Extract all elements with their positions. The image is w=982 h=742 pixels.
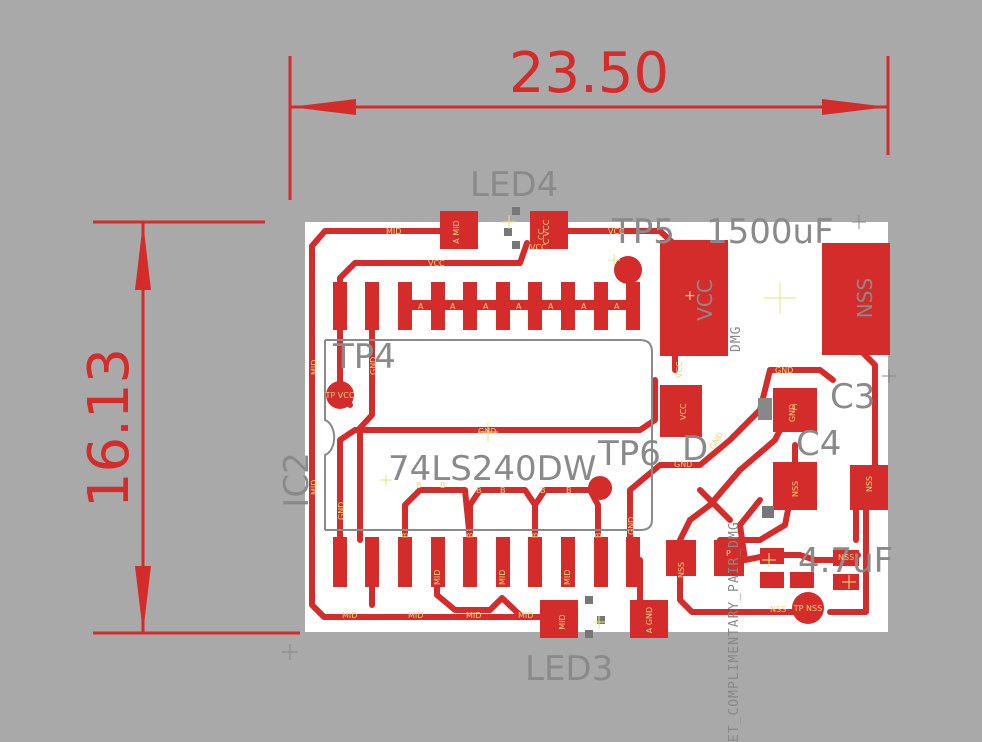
tp4-via-label: TP VCC — [325, 391, 355, 400]
net-label-mid-b3: MID — [563, 570, 572, 585]
rotated-net-text-top: DMG — [729, 326, 744, 352]
grid-origin-markers — [282, 215, 896, 660]
tp-nss-via-label: TP NSS — [793, 604, 822, 613]
led4-designator: LED4 — [470, 165, 558, 205]
tp6-via[interactable] — [588, 476, 612, 500]
tp5-designator: TP5 — [611, 212, 675, 252]
net-label-mid-b2: MID — [498, 570, 507, 585]
net-label-gnd-top-right: GND — [775, 366, 793, 375]
net-label-vcc-right: VCC — [675, 361, 684, 378]
net-label-a-1: A — [418, 302, 424, 311]
net-label-mid-bottom-1: MID — [342, 611, 357, 620]
led4-marker-1 — [512, 207, 520, 215]
net-label-b-8: B — [466, 533, 475, 539]
rotated-net-text-bottom: ET_COMPLIMENTARY_PAIR_DMG — [727, 521, 742, 742]
ic2-value: 74LS240DW — [388, 449, 596, 489]
net-label-b-7: B — [401, 533, 410, 539]
net-label-a-2: A — [450, 302, 456, 311]
net-label-gnd-right-bus: GND — [674, 460, 692, 469]
c4-designator: C4 — [796, 424, 841, 464]
net-label-b-5: B — [540, 486, 546, 495]
net-label-a-6: A — [581, 302, 587, 311]
ic2-pads-bottom[interactable] — [333, 537, 640, 587]
net-label-b-2: B — [440, 481, 446, 490]
ic2-designator: IC2 — [277, 452, 317, 507]
origin-crosses — [380, 215, 856, 628]
led4-marker-3 — [512, 241, 520, 249]
net-label-c: C — [792, 403, 798, 412]
led3-marker-1 — [585, 596, 593, 604]
led4-pad-cathode[interactable] — [530, 211, 568, 249]
tp6-designator: TP6 — [597, 434, 661, 474]
net-label-nss-4: NSS — [791, 481, 800, 497]
cap-1500uf-pad-vcc-label: VCC — [693, 279, 717, 321]
d-designator: D — [682, 429, 708, 469]
net-label-a-5: A — [548, 302, 554, 311]
net-label-a-7: A — [614, 302, 620, 311]
led3-pad-gnd[interactable] — [630, 600, 668, 638]
led3-pad-mid-label: MID — [558, 614, 567, 629]
led4-pad-anode-label: A MID — [452, 220, 461, 243]
cap-1500uf-plus-sign: + — [684, 288, 696, 304]
tp5-via[interactable] — [614, 256, 642, 284]
net-label-vcc-pad: VCC — [679, 403, 688, 420]
net-label-gnd-right-pin: GND — [627, 517, 636, 535]
net-label-vcc-diag: VCC — [530, 243, 547, 252]
net-label-mid-left: MID — [310, 360, 319, 375]
net-label-b-10: B — [594, 533, 603, 539]
net-label-mid-bottom-3: MID — [466, 611, 481, 620]
net-label-a-3: A — [483, 302, 489, 311]
led3-pad-mid[interactable] — [540, 600, 578, 638]
net-label-nss-5: NSS — [865, 476, 874, 492]
led3-designator: LED3 — [525, 649, 613, 689]
led4-marker-2 — [504, 228, 512, 236]
tp4-via[interactable] — [326, 381, 354, 409]
ic2-bus-a — [398, 300, 640, 310]
ic2-silkscreen-outline — [324, 339, 653, 531]
net-label-cc: CC — [537, 228, 546, 240]
net-label-b-3: B — [476, 486, 482, 495]
net-label-b-4: B — [500, 486, 506, 495]
cap-4-7uf-value: 4.7uF — [798, 541, 893, 581]
cap-1500uf-pad-vcc[interactable] — [660, 240, 728, 356]
net-labels: MID VCC VCC VCC MID GND MID GND GND A A … — [310, 227, 874, 620]
net-label-b-6: B — [566, 486, 572, 495]
dimension-width-label: 23.50 — [509, 41, 669, 106]
led3-marker-3 — [585, 630, 593, 638]
cap-1500uf-value: 1500uF — [706, 212, 834, 252]
net-label-vcc-top: VCC — [608, 227, 625, 236]
led3-marker-2 — [597, 616, 605, 624]
cap-1500uf-pad-nss[interactable] — [822, 243, 890, 355]
net-label-mid-bottom-4: MID — [518, 611, 533, 620]
q-gnd-pad-label: GND — [788, 404, 797, 422]
net-label-vcc-left: VCC — [428, 259, 445, 268]
c3-designator: C3 — [830, 377, 875, 417]
tp-nss-via[interactable] — [792, 592, 824, 624]
net-label-mid-top: MID — [386, 227, 401, 236]
led3-pad-gnd-label: A GND — [645, 607, 654, 633]
dimension-width[interactable] — [288, 56, 890, 200]
net-label-a-4: A — [516, 302, 522, 311]
net-label-gnd-left: GND — [369, 357, 378, 375]
net-label-mid-b1: MID — [433, 570, 442, 585]
net-label-mid-bottom-2: MID — [408, 611, 423, 620]
net-label-gnd-lower-left: GND — [337, 502, 346, 520]
net-label-b-9: B — [531, 533, 540, 539]
net-label-mid-lower-left: MID — [310, 480, 319, 495]
led4-pad-cathode-label: C VCC — [542, 219, 551, 244]
net-label-nss-3: NSS — [838, 553, 854, 562]
cap-1500uf-pad-nss-label: NSS — [853, 278, 877, 318]
dimension-height-label: 16.13 — [77, 348, 142, 508]
net-label-b-1: B — [416, 481, 422, 490]
tp4-designator: TP4 — [332, 337, 396, 377]
led4-pad-anode[interactable] — [440, 211, 478, 249]
net-label-p: P — [726, 549, 731, 558]
dimension-height[interactable] — [93, 220, 300, 635]
net-label-nss-2: NSS — [770, 605, 786, 614]
net-label-nss-1: NSS — [677, 562, 686, 578]
